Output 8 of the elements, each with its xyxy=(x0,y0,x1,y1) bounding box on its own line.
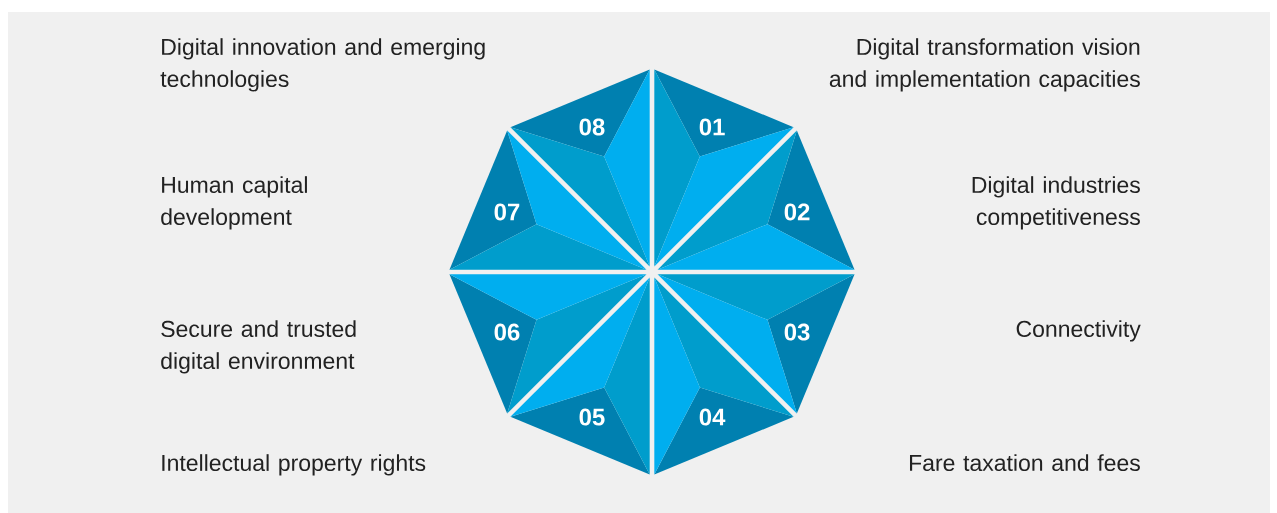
segment-label: Connectivity xyxy=(1016,320,1141,342)
segment-label: Intellectual property rights xyxy=(162,454,426,476)
segment-label: Secure and trusted digital environment xyxy=(161,320,356,374)
segment-label: Fare taxation and fees xyxy=(910,454,1140,472)
segment-label: Digital transformation vision and implementation capacities xyxy=(829,38,1140,92)
segment-label: Digital innovation and emerging technologies xyxy=(160,38,485,92)
segment-label: Human capital development xyxy=(161,176,307,230)
segment-label: Digital industries competitiveness xyxy=(972,176,1140,230)
